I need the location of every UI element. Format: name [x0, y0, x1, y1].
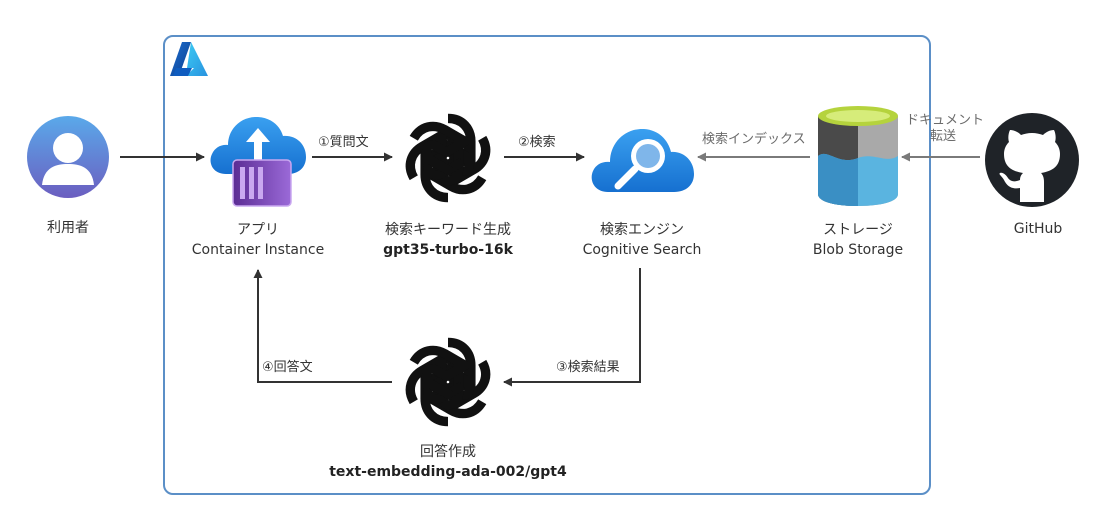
node-label-keyword: 検索キーワード生成 gpt35-turbo-16k	[358, 220, 538, 260]
edge-label-transfer-line2: 転送	[929, 129, 956, 144]
node-label-storage: ストレージ Blob Storage	[778, 220, 938, 260]
azure-logo-icon	[170, 42, 208, 76]
edge-label-question: ①質問文	[318, 135, 369, 150]
edge-label-answer: ④回答文	[262, 360, 313, 375]
edge-label-transfer: ドキュメント 転送	[906, 113, 985, 145]
blob-storage-icon[interactable]	[816, 104, 900, 208]
node-label-answer: 回答作成 text-embedding-ada-002/gpt4	[298, 442, 598, 482]
node-label-github: GitHub	[988, 219, 1088, 239]
answer-label: 回答作成	[420, 444, 476, 460]
app-label: アプリ	[237, 222, 279, 238]
arrow-answer-to-app	[253, 269, 392, 383]
edge-label-transfer-line1: ドキュメント	[906, 113, 985, 128]
keyword-label: 検索キーワード生成	[385, 222, 511, 238]
github-label: GitHub	[1013, 221, 1063, 237]
node-label-user: 利用者	[18, 218, 118, 238]
answer-model: text-embedding-ada-002/gpt4	[329, 464, 567, 480]
user-avatar-icon	[27, 116, 109, 198]
container-instance-icon[interactable]	[206, 104, 310, 210]
node-label-search: 検索エンジン Cognitive Search	[552, 220, 732, 260]
edge-label-index: 検索インデックス	[702, 132, 806, 147]
keyword-model: gpt35-turbo-16k	[383, 242, 513, 258]
user-label: 利用者	[47, 220, 89, 236]
cognitive-search-icon[interactable]	[588, 110, 696, 196]
azure-boundary	[163, 35, 931, 495]
arrow-search-to-answer	[503, 268, 641, 387]
edge-label-result: ③検索結果	[556, 360, 620, 375]
app-sublabel: Container Instance	[191, 242, 325, 258]
search-label: 検索エンジン	[600, 222, 684, 238]
node-label-app: アプリ Container Instance	[168, 220, 348, 260]
storage-label: ストレージ	[823, 222, 893, 238]
github-icon[interactable]	[984, 112, 1080, 208]
storage-sublabel: Blob Storage	[812, 242, 904, 258]
edge-label-search: ②検索	[518, 135, 556, 150]
search-sublabel: Cognitive Search	[582, 242, 702, 258]
